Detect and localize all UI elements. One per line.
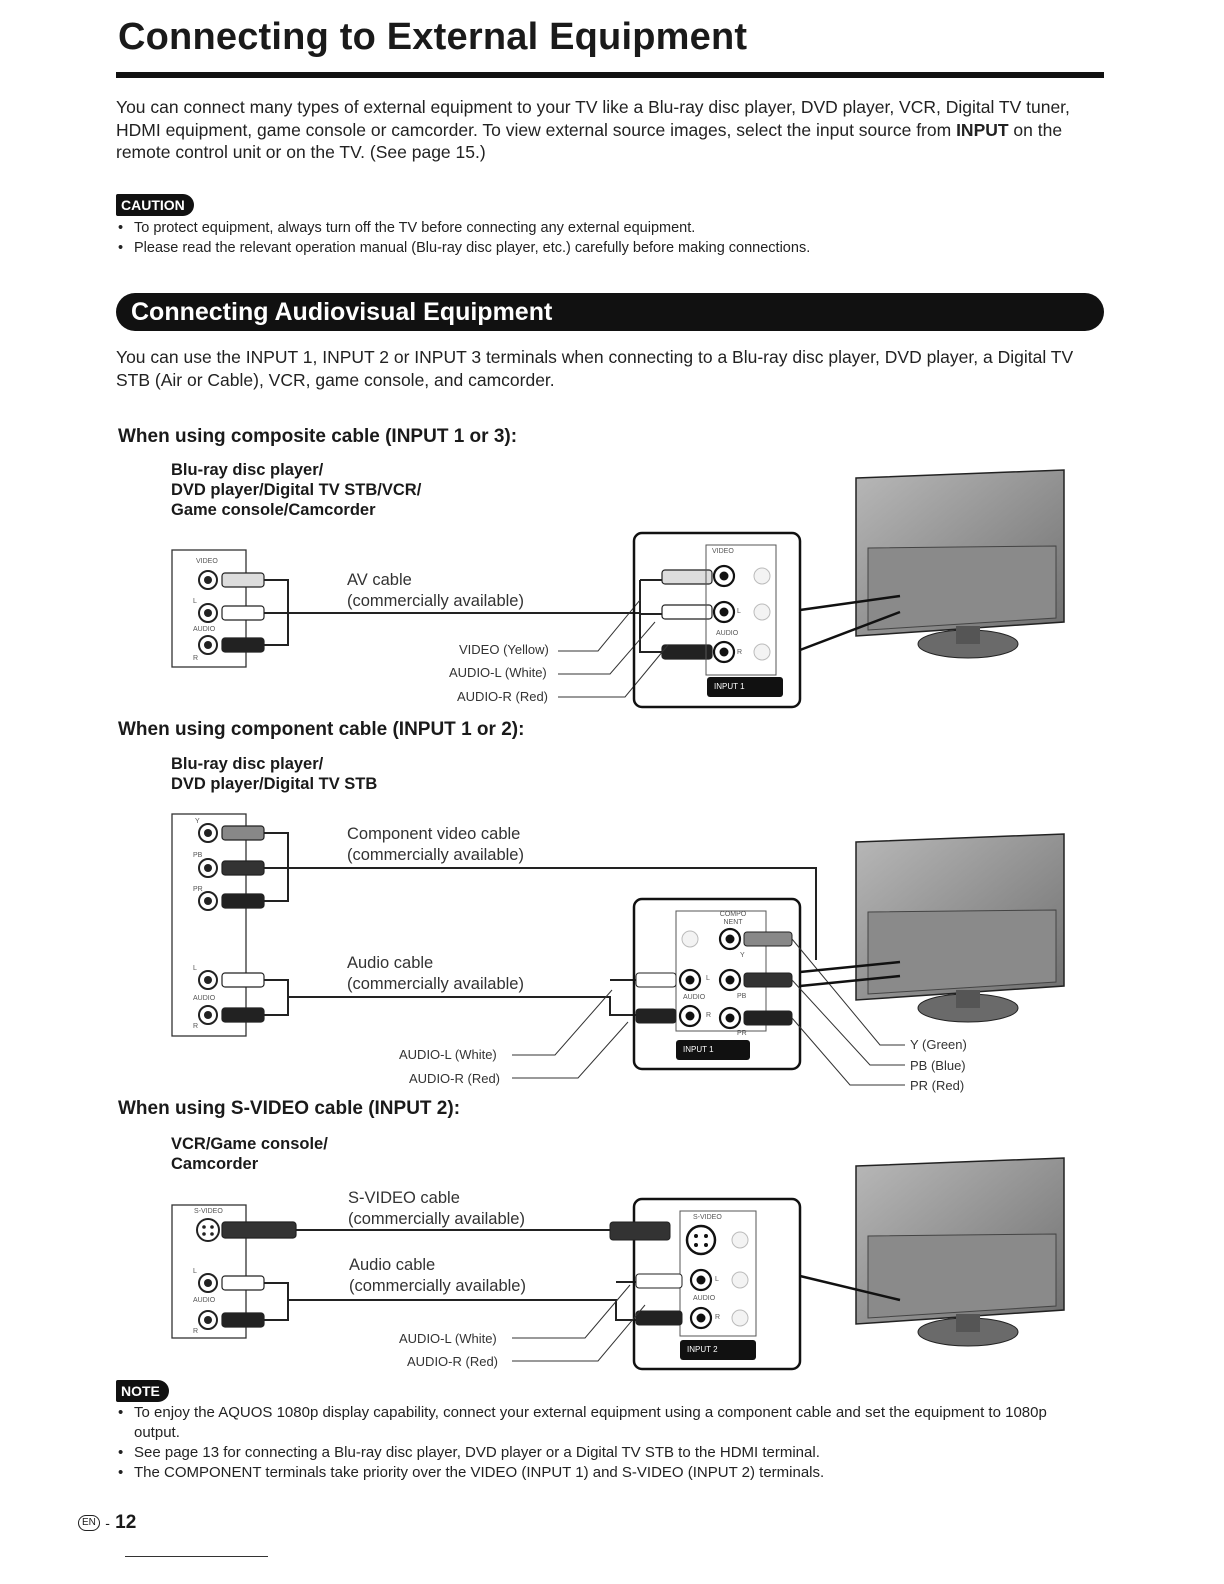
component-wire-audio-r: AUDIO-R (Red) (409, 1071, 500, 1086)
composite-dev-audio-label: AUDIO (193, 626, 215, 633)
av-cable-label: AV cable(commercially available) (347, 570, 524, 612)
note-list: To enjoy the AQUOS 1080p display capabil… (116, 1403, 1076, 1483)
component-tv-pb-label: PB (737, 993, 746, 1000)
composite-jacks (199, 571, 217, 654)
composite-tv-audio-label: AUDIO (716, 630, 738, 637)
svideo-input-tag: INPUT 2 (687, 1345, 718, 1354)
wire-audio-l-white: AUDIO-L (White) (449, 665, 547, 680)
component-tv-pr-label: PR (737, 1030, 747, 1037)
component-dev-pr-label: PR (193, 886, 203, 893)
svideo-dev-l-label: L (193, 1268, 197, 1275)
component-tv-l-label: L (706, 975, 710, 982)
composite-heading: When using composite cable (INPUT 1 or 3… (118, 426, 517, 448)
note-badge: NOTE (116, 1380, 169, 1402)
page-footer: EN - 12 (78, 1512, 136, 1534)
component-dev-r-label: R (193, 1023, 198, 1030)
note-item: To enjoy the AQUOS 1080p display capabil… (116, 1403, 1076, 1443)
component-dev-y-label: Y (195, 818, 200, 825)
svideo-tv-l-label: L (715, 1276, 719, 1283)
component-tv-set (800, 834, 1064, 1022)
svideo-wire-audio-r: AUDIO-R (Red) (407, 1354, 498, 1369)
svideo-heading: When using S-VIDEO cable (INPUT 2): (118, 1098, 460, 1120)
component-video-cable-label: Component video cable(commercially avail… (347, 824, 524, 866)
component-audio-cable-label: Audio cable(commercially available) (347, 953, 524, 995)
component-wire-y-green: Y (Green) (910, 1037, 967, 1052)
svideo-leader-lines (512, 1285, 645, 1361)
composite-tv-video-label: VIDEO (712, 548, 734, 555)
composite-tv-r-label: R (737, 649, 742, 656)
component-input-tag: INPUT 1 (683, 1045, 714, 1054)
composite-dev-r-label: R (193, 655, 198, 662)
composite-tv-plugs (662, 570, 712, 659)
component-wire-audio-l: AUDIO-L (White) (399, 1047, 497, 1062)
component-wire-pb-blue: PB (Blue) (910, 1058, 966, 1073)
svideo-wire-audio-l: AUDIO-L (White) (399, 1331, 497, 1346)
svideo-tv-panel (610, 1199, 800, 1369)
composite-plugs (222, 573, 264, 652)
svideo-dev-svideo-label: S-VIDEO (194, 1208, 223, 1215)
note-item: See page 13 for connecting a Blu-ray dis… (116, 1443, 1076, 1463)
component-plugs (222, 826, 264, 1022)
component-device-list: Blu-ray disc player/DVD player/Digital T… (171, 754, 377, 794)
component-device-panel (172, 814, 246, 1036)
svideo-tv-audio-label: AUDIO (693, 1295, 715, 1302)
svideo-jacks (197, 1219, 219, 1329)
wire-audio-r-red: AUDIO-R (Red) (457, 689, 548, 704)
component-tv-audio-label: AUDIO (683, 994, 705, 1001)
composite-tv-l-label: L (737, 608, 741, 615)
component-heading: When using component cable (INPUT 1 or 2… (118, 719, 524, 741)
language-badge: EN (78, 1515, 100, 1531)
wire-video-yellow: VIDEO (Yellow) (459, 642, 549, 657)
component-tv-y-label: Y (740, 952, 745, 959)
composite-dev-l-label: L (193, 598, 197, 605)
component-tv-r-label: R (706, 1012, 711, 1019)
svideo-tv-set (800, 1158, 1064, 1346)
svideo-audio-cable-label: Audio cable(commercially available) (349, 1255, 526, 1297)
component-dev-pb-label: PB (193, 852, 202, 859)
svideo-tv-r-label: R (715, 1314, 720, 1321)
composite-device-list: Blu-ray disc player/DVD player/Digital T… (171, 460, 421, 520)
component-dev-l-label: L (193, 965, 197, 972)
svideo-cable-label: S-VIDEO cable(commercially available) (348, 1188, 525, 1230)
component-dev-audio-label: AUDIO (193, 995, 215, 1002)
page-number: 12 (115, 1512, 136, 1533)
composite-tv-set (800, 470, 1064, 658)
svideo-plugs (222, 1222, 296, 1327)
component-wire-pr-red: PR (Red) (910, 1078, 964, 1093)
note-item: The COMPONENT terminals take priority ov… (116, 1463, 1076, 1483)
component-tv-compo-label: COMPO NENT (715, 911, 751, 927)
svideo-dev-r-label: R (193, 1328, 198, 1335)
svideo-dev-audio-label: AUDIO (193, 1297, 215, 1304)
composite-tv-panel (634, 533, 800, 707)
composite-dev-video-label: VIDEO (196, 558, 218, 565)
footer-rule (125, 1556, 268, 1557)
composite-input-tag: INPUT 1 (714, 682, 745, 691)
svideo-tv-svideo-label: S-VIDEO (693, 1214, 722, 1221)
svideo-device-list: VCR/Game console/Camcorder (171, 1134, 328, 1174)
